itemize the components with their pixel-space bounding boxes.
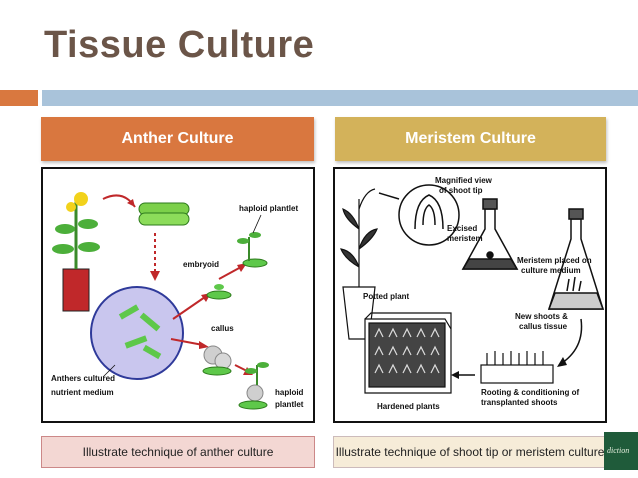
logo-text: diction	[607, 446, 630, 455]
flower-plant-illustration	[52, 192, 100, 312]
meristem-culture-header: Meristem Culture	[335, 117, 606, 161]
haploid-plantlet-top-illustration	[237, 232, 268, 268]
meristem-culture-diagram: Potted plant Magnified view of shoot tip…	[333, 167, 607, 423]
hardened-plants-box-illustration	[364, 312, 452, 394]
meristem-placed-label-2: culture medium	[521, 266, 581, 275]
anthers-illustration	[138, 202, 190, 226]
hardened-plants-label: Hardened plants	[377, 402, 440, 411]
callus-label: callus	[211, 324, 234, 333]
haploid-plantlet-bottom-illustration	[238, 362, 269, 410]
meristem-placed-label-1: Meristem placed on	[517, 256, 592, 265]
haploid-bottom-label-1: haploid	[275, 388, 304, 397]
meristem-culture-flask-illustration	[547, 208, 605, 310]
haploid-bottom-label-2: plantlet	[275, 400, 304, 409]
new-shoots-label-2: callus tissue	[519, 322, 568, 331]
anthers-cultured-label-1: Anthers cultured	[51, 374, 115, 383]
magnified-shoot-tip-illustration	[378, 184, 460, 246]
excised-meristem-flask-illustration	[461, 198, 519, 270]
excised-label-1: Excised	[447, 224, 477, 233]
excised-label-2: meristem	[447, 234, 483, 243]
anther-culture-caption: Illustrate technique of anther culture	[41, 436, 315, 468]
anther-culture-diagram: embryoid haploid plantlet callus h	[41, 167, 315, 423]
rooting-label-2: transplanted shoots	[481, 398, 558, 407]
magnified-label-2: of shoot tip	[439, 186, 483, 195]
potted-plant-illustration	[340, 188, 378, 340]
accent-bar-blue	[42, 90, 638, 106]
slide-title: Tissue Culture	[44, 24, 315, 66]
petri-dish-illustration	[90, 286, 184, 380]
anthers-cultured-label-2: nutrient medium	[51, 388, 114, 397]
publisher-logo: diction	[604, 432, 638, 470]
meristem-culture-caption: Illustrate technique of shoot tip or mer…	[333, 436, 607, 468]
new-shoots-label-1: New shoots &	[515, 312, 568, 321]
haploid-plantlet-top-label: haploid plantlet	[239, 204, 298, 213]
rooting-label-1: Rooting & conditioning of	[481, 388, 580, 397]
magnified-label-1: Magnified view	[435, 176, 493, 185]
accent-bar-orange	[0, 90, 38, 106]
embryoid-illustration	[206, 284, 232, 300]
transplant-tray-illustration	[480, 351, 554, 384]
callus-illustration	[202, 345, 232, 376]
anther-culture-header: Anther Culture	[41, 117, 314, 161]
potted-plant-label: Potted plant	[363, 292, 410, 301]
embryoid-label: embryoid	[183, 260, 219, 269]
